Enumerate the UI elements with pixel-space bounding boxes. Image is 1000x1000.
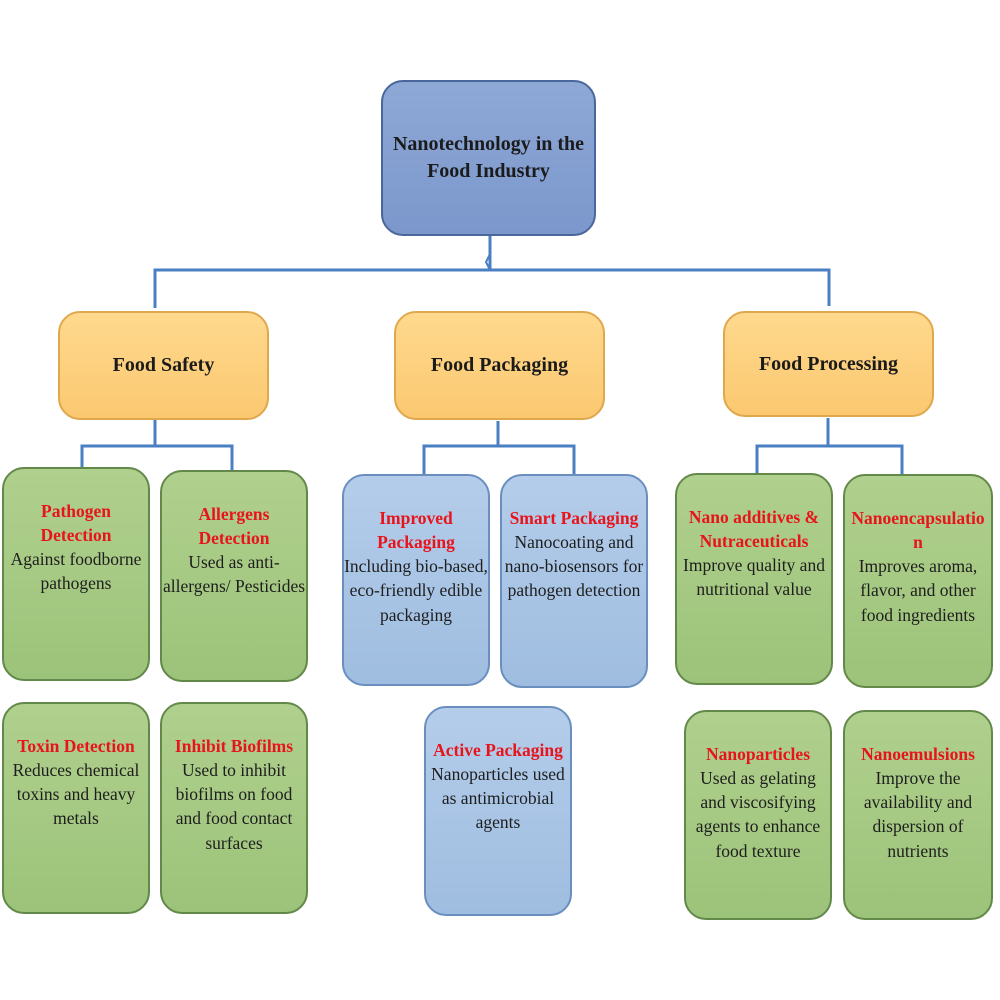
root-node: Nanotechnology in the Food Industry xyxy=(381,80,596,236)
leaf-title: Nanoparticles xyxy=(705,744,811,764)
category-food-processing: Food Processing xyxy=(723,311,934,417)
leaf-nano-additives: Nano additives & Nutraceuticals Improve … xyxy=(675,473,833,685)
leaf-active-packaging: Active Packaging Nanoparticles used as a… xyxy=(424,706,572,916)
root-label: Nanotechnology in the Food Industry xyxy=(392,133,585,182)
category-food-packaging: Food Packaging xyxy=(394,311,605,420)
leaf-title: Toxin Detection xyxy=(17,736,135,756)
leaf-description: Against foodborne pathogens xyxy=(10,549,142,594)
leaf-title: Smart Packaging xyxy=(509,508,639,528)
leaf-description: Used to inhibit biofilms on food and foo… xyxy=(175,760,293,853)
category-label: Food Packaging xyxy=(430,354,569,376)
leaf-inhibit-biofilms: Inhibit Biofilms Used to inhibit biofilm… xyxy=(160,702,308,914)
leaf-title: Nano additives & Nutraceuticals xyxy=(688,507,820,552)
leaf-description: Used as anti-allergens/ Pesticides xyxy=(162,552,306,597)
leaf-description: Nanoparticles used as antimicrobial agen… xyxy=(431,764,565,833)
leaf-description: Improves aroma, flavor, and other food i… xyxy=(858,556,978,625)
leaf-title: Allergens Detection xyxy=(198,504,270,549)
leaf-toxin-detection: Toxin Detection Reduces chemical toxins … xyxy=(2,702,150,914)
leaf-description: Including bio-based, eco-friendly edible… xyxy=(344,556,488,625)
leaf-title: Improved Packaging xyxy=(377,508,455,553)
leaf-allergens-detection: Allergens Detection Used as anti-allerge… xyxy=(160,470,308,682)
leaf-description: Reduces chemical toxins and heavy metals xyxy=(12,760,140,829)
leaf-description: Improve the availability and dispersion … xyxy=(863,768,973,861)
leaf-nanoparticles: Nanoparticles Used as gelating and visco… xyxy=(684,710,832,920)
leaf-title: Nanoemulsions xyxy=(861,744,975,764)
leaf-title: Inhibit Biofilms xyxy=(174,736,294,756)
leaf-nanoemulsions: Nanoemulsions Improve the availability a… xyxy=(843,710,993,920)
leaf-description: Used as gelating and viscosifying agents… xyxy=(695,768,821,861)
leaf-description: Nanocoating and nano-biosensors for path… xyxy=(504,532,644,601)
category-food-safety: Food Safety xyxy=(58,311,269,420)
leaf-nanoencapsulation: Nanoencapsulation Improves aroma, flavor… xyxy=(843,474,993,688)
leaf-improved-packaging: Improved Packaging Including bio-based, … xyxy=(342,474,490,686)
leaf-pathogen-detection: Pathogen Detection Against foodborne pat… xyxy=(2,467,150,681)
leaf-title: Nanoencapsulation xyxy=(851,508,985,553)
leaf-description: Improve quality and nutritional value xyxy=(683,555,825,600)
leaf-smart-packaging: Smart Packaging Nanocoating and nano-bio… xyxy=(500,474,648,688)
category-label: Food Safety xyxy=(112,354,215,376)
leaf-title: Active Packaging xyxy=(433,740,563,760)
category-label: Food Processing xyxy=(758,352,899,375)
leaf-title: Pathogen Detection xyxy=(40,501,112,546)
